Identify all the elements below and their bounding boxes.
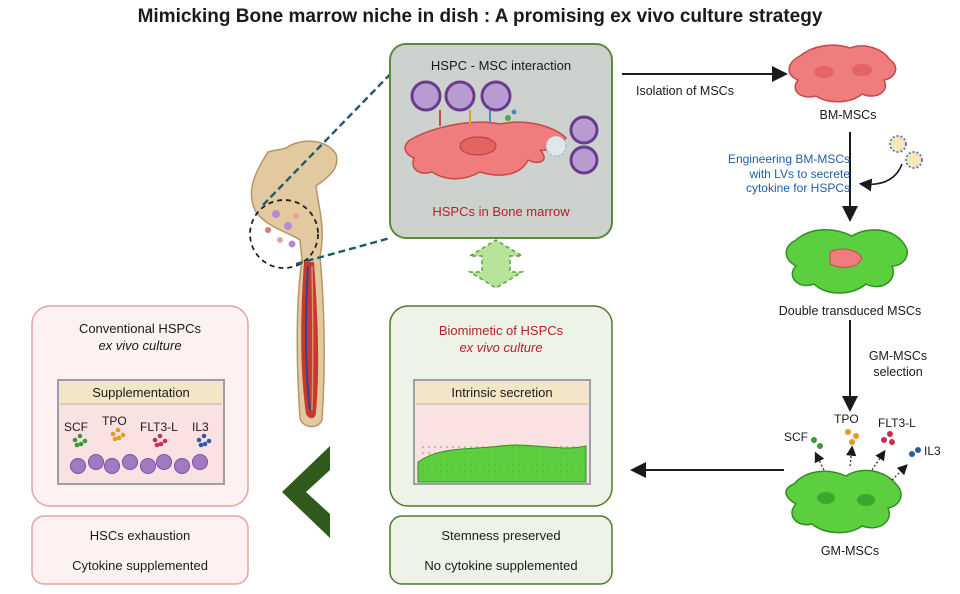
cytokine-dot [116,435,122,441]
msc-cell-in-niche [404,121,568,180]
gm-mscs-cluster [785,469,902,534]
hspc-cell [122,454,138,470]
cytokine-dot [112,436,118,442]
biomimetic-heading: Biomimetic of HSPCs ex vivo culture [390,322,612,356]
cytokine-dot [74,442,80,448]
secretion-arrows [814,445,908,481]
secreted-cytokine-dots [811,429,921,457]
cytokine-dot [154,442,160,448]
cytokine-dot [196,437,202,443]
conv-cytokine-flt3l: FLT3-L [140,420,178,434]
left-chevron-arrow [282,446,330,538]
cytokine-dot [72,437,78,443]
double-transduced-cluster [785,229,908,294]
zoom-line-bottom [295,236,391,266]
femur-bone [250,140,338,428]
engineering-label-line2: with LVs to secrete [749,166,851,181]
cytokine-dot [202,441,208,447]
bm-mscs-label: BM-MSCs [819,108,877,122]
engineering-label: Engineering BM-MSCs with LVs to secrete … [696,152,850,196]
biomimetic-outcome-line2: No cytokine supplemented [424,558,578,573]
hspc-cells-in-niche [410,80,599,175]
biomimetic-outcome-line1: Stemness preserved [441,528,561,543]
right-cytokine-tpo: TPO [834,412,859,426]
cytokine-dot [115,427,121,433]
cytokine-dot [198,442,204,448]
cytokine-dot [77,433,83,439]
biomimetic-dish [413,379,591,485]
niche-heading: HSPC - MSC interaction [430,58,572,73]
selection-label-line1: GM-MSCs [868,349,928,363]
bidirectional-arrow [467,239,525,289]
conventional-hspc-cells [70,454,208,474]
cytokine-dot [206,438,212,444]
conv-cytokine-il3: IL3 [192,420,209,434]
hspc-cell [192,454,208,470]
cytokine-dot [82,438,88,444]
niche-caption: HSPCs in Bone marrow [432,204,570,219]
cytokine-dot [158,441,164,447]
conventional-outcome-line1: HSCs exhaustion [89,528,191,543]
right-cytokine-il3: IL3 [924,444,941,458]
page-title: Mimicking Bone marrow niche in dish : A … [137,6,823,27]
cytokine-dot [110,431,116,437]
selection-label: GM-MSCs selection [858,348,938,380]
right-cytokine-flt3l: FLT3-L [878,416,916,430]
hspc-cell [70,458,86,474]
conventional-cytokine-dots [72,427,212,448]
conventional-heading-line1: Conventional HSPCs [78,321,202,336]
conventional-heading-line2: ex vivo culture [98,338,182,353]
engineering-label-line1: Engineering BM-MSCs [727,152,850,166]
hspc-cell [88,454,104,470]
double-transduced-label: Double transduced MSCs [778,304,922,318]
cytokine-dot [120,432,126,438]
biomimetic-bar-label: Intrinsic secretion [451,385,553,400]
receptor-ligands [439,109,517,126]
arrow-engineering-curve [858,163,903,192]
hspc-cell [104,458,120,474]
biomimetic-heading-line1: Biomimetic of HSPCs [438,323,564,338]
cytokine-dot [201,433,207,439]
conv-cytokine-scf: SCF [64,420,88,434]
cytokine-dot [162,438,168,444]
gm-mscs-label: GM-MSCs [820,544,880,558]
conventional-heading: Conventional HSPCs ex vivo culture [32,320,248,354]
conventional-outcome-panel [31,515,249,585]
zoom-line-top [262,57,407,206]
cytokine-dot [152,437,158,443]
isolation-label: Isolation of MSCs [636,84,734,98]
hspc-cell [140,458,156,474]
conventional-bar-label: Supplementation [92,385,190,400]
cytokine-dot [78,441,84,447]
biomimetic-heading-line2: ex vivo culture [459,340,543,355]
bm-mscs-cluster [788,44,897,103]
cytokine-dot [157,433,163,439]
engineering-label-line3: cytokine for HSPCs [745,181,850,195]
zoom-circle [249,199,319,269]
conv-cytokine-tpo: TPO [102,414,127,428]
lentivirus-particles [889,135,923,169]
biomimetic-outcome-panel [389,515,613,585]
conventional-outcome-line2: Cytokine supplemented [72,558,208,573]
right-cytokine-scf: SCF [784,430,808,444]
hspc-cell [156,454,172,470]
hspc-cell [174,458,190,474]
selection-label-line2: selection [873,365,923,379]
